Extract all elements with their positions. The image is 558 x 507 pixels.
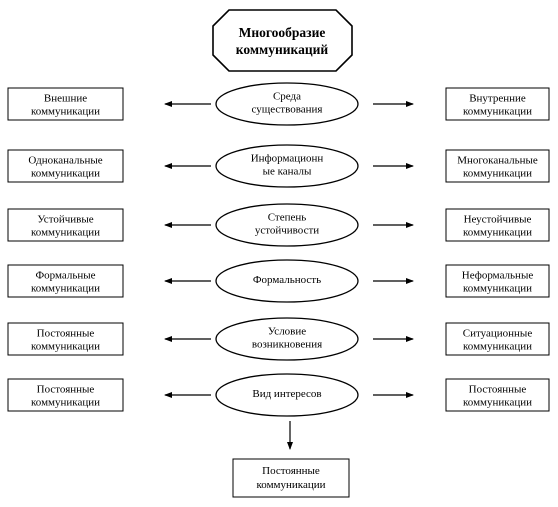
bottom-box: Постоянные коммуникации [232,458,350,498]
right-box-line-2: коммуникации [463,397,532,409]
criterion-line-1: Информационн [251,153,324,165]
criterion-line-2: ые каналы [263,166,312,178]
left-box-line-1: Формальные [35,270,95,282]
right-box-line-1: Ситуационные [463,328,533,340]
criterion-ellipse: Вид интересов [215,373,359,417]
title-line-1: Многообразие [239,25,326,40]
right-box-line-2: коммуникации [463,341,532,353]
left-box-line-1: Постоянные [37,328,95,340]
left-box-line-2: коммуникации [31,168,100,180]
criterion-row: УстойчивыекоммуникацииНеустойчивыекоммун… [7,203,550,247]
title-octagon-shape [212,9,353,72]
left-box-line-2: коммуникации [31,106,100,118]
right-box-line-1: Неустойчивые [464,214,532,226]
right-box-line-2: коммуникации [463,227,532,239]
left-box-shape [7,264,124,298]
left-box-line-2: коммуникации [31,341,100,353]
right-box-line-1: Внутренние [469,93,526,105]
left-box-shape [7,87,124,121]
title-node: Многообразие коммуникаций [212,9,353,72]
criterion-row: ПостоянныекоммуникацииСитуационныекоммун… [7,317,550,361]
criterion-line-1: Вид интересов [252,388,321,400]
criterion-ellipse-shape [215,144,359,188]
criteria-rows: ВнешниекоммуникацииВнутренниекоммуникаци… [7,82,550,417]
right-box-line-1: Неформальные [462,270,534,282]
left-box-line-1: Устойчивые [37,214,93,226]
right-box-line-2: коммуникации [463,168,532,180]
title-line-2: коммуникаций [236,42,329,57]
right-box-line-2: коммуникации [463,283,532,295]
left-box-shape [7,208,124,242]
criterion-line-2: существования [252,104,323,116]
criterion-ellipse-shape [215,317,359,361]
criterion-line-1: Степень [268,212,307,224]
right-box-shape [445,378,550,412]
criterion-line-1: Формальность [253,274,321,286]
left-box-line-1: Постоянные [37,384,95,396]
criterion-line-2: возникновения [252,339,322,351]
criterion-row: ОдноканальныекоммуникацииМногоканальныек… [7,144,550,188]
right-box-shape [445,87,550,121]
left-box-line-1: Внешние [44,93,87,105]
left-box-shape [7,378,124,412]
criterion-ellipse-shape [215,373,359,417]
criterion-line-1: Среда [273,91,301,103]
criterion-line-1: Условие [268,326,306,338]
criterion-row: ФормальныекоммуникацииНеформальныекоммун… [7,259,550,303]
left-box-line-2: коммуникации [31,283,100,295]
left-box-shape [7,149,124,183]
criterion-ellipse-shape [215,203,359,247]
right-box-shape [445,322,550,356]
criterion-ellipse: Формальность [215,259,359,303]
bottom-box-shape [232,458,350,498]
right-box-shape [445,208,550,242]
criterion-row: ВнешниекоммуникацииВнутренниекоммуникаци… [7,82,550,126]
left-box-line-2: коммуникации [31,397,100,409]
criterion-ellipse-shape [215,259,359,303]
right-box-line-2: коммуникации [463,106,532,118]
right-box-line-1: Постоянные [469,384,527,396]
right-box-shape [445,264,550,298]
left-box-shape [7,322,124,356]
left-box-line-2: коммуникации [31,227,100,239]
bottom-box-line-1: Постоянные [262,465,320,477]
left-box-line-1: Одноканальные [28,155,102,167]
bottom-box-line-2: коммуникации [257,479,326,491]
criterion-row: ПостоянныекоммуникацииПостоянныекоммуник… [7,373,550,417]
right-box-line-1: Многоканальные [457,155,538,167]
right-box-shape [445,149,550,183]
criterion-line-2: устойчивости [255,225,319,237]
criterion-ellipse-shape [215,82,359,126]
